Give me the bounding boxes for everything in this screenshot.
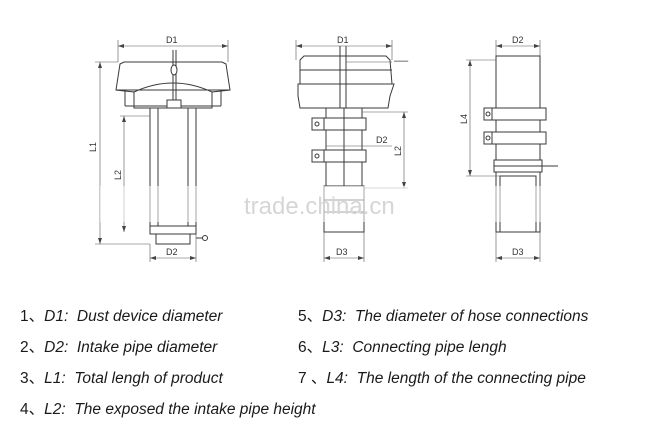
right-d2-label: D2: [512, 35, 524, 45]
callout-note: ════: [393, 59, 409, 65]
watermark-band: [100, 186, 570, 222]
mid-d2-label: D2: [376, 135, 388, 145]
left-view: D1 L1 L2: [88, 35, 231, 262]
legend-item-5: 5、D3: The diameter of hose connections: [298, 308, 589, 325]
legend-item-3: 3、L1: Total lengh of product: [20, 370, 223, 387]
left-l2-label: L2: [113, 170, 123, 180]
middle-view: D1 ════ D2 L2: [295, 35, 409, 262]
legend-item-6: 6、L3: Connecting pipe lengh: [298, 339, 507, 356]
left-d2-label: D2: [166, 247, 178, 257]
watermark: trade.china.cn: [244, 193, 395, 220]
legend-item-4: 4、L2: The exposed the intake pipe height: [20, 401, 316, 418]
legend-item-1: 1、D1: Dust device diameter: [20, 308, 223, 325]
mid-l2-label: L2: [393, 146, 403, 156]
legend-item-2: 2、D2: Intake pipe diameter: [20, 339, 218, 356]
right-view: D2 L4 D3: [459, 35, 558, 262]
legend-item-7: 7 、L4: The length of the connecting pipe: [298, 370, 586, 387]
legend: 1、D1: Dust device diameter 2、D2: Intake …: [0, 300, 668, 424]
mid-d1-label: D1: [337, 35, 349, 45]
right-d3-label: D3: [512, 247, 524, 257]
left-d1-label: D1: [166, 35, 178, 45]
mid-d3-label: D3: [336, 247, 348, 257]
right-l4-label: L4: [459, 114, 469, 124]
left-l1-label: L1: [88, 142, 98, 152]
